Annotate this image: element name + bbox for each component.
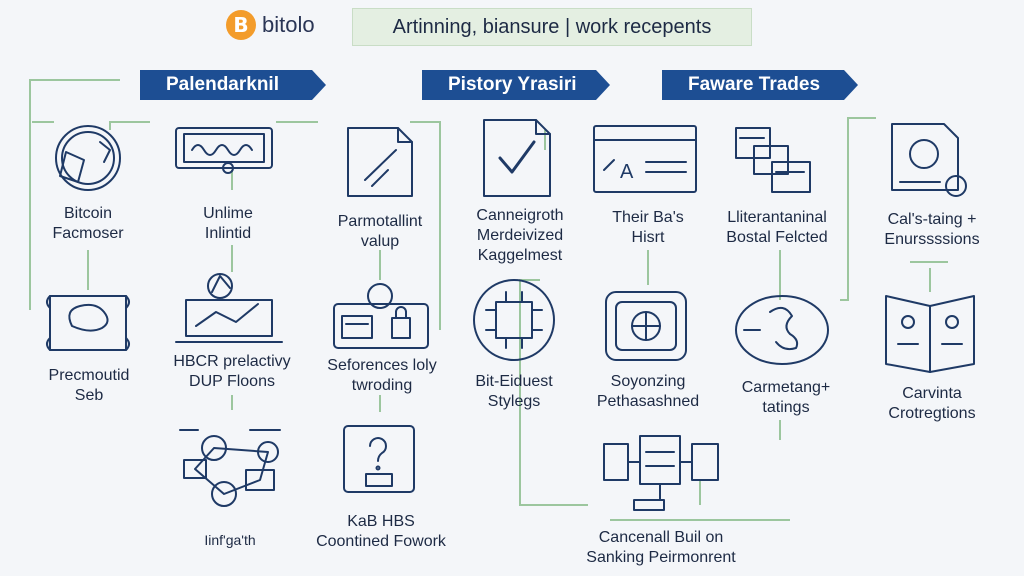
stacked-windows-icon [736,128,810,192]
document-check-icon [484,120,550,196]
section-banner-3: Faware Trades [662,70,858,100]
shield-badge-icon [56,126,120,190]
document-coin-icon [892,124,966,196]
section-banner-1: Palendarknil [140,70,326,100]
vault-icon [606,292,686,360]
dashboard-lock-icon [334,284,428,348]
brand-wordmark: bitolo [262,12,315,37]
svg-text:A: A [620,161,634,183]
section-banner-2: Pistory Yrasiri [422,70,610,100]
laptop-chart-icon [176,274,282,342]
node-label-carmetang: Carmetang+tatings [741,379,831,416]
node-label-network-cluster: Iinf'ga'th [204,532,256,548]
chip-network-icon [474,280,554,360]
network-nodes-icon [180,430,280,506]
brand-logo: B bitolo [226,10,315,40]
question-document-icon [344,426,414,492]
certificate-icon [47,296,129,350]
node-label-calstaing: Cal's-taing +Enurssssions [884,211,980,248]
monitor-signal-icon [176,128,272,173]
open-book-icon [886,296,974,372]
coin-hand-icon [736,296,828,364]
header-tagline: Artinning, biansure | work recepents [352,8,752,46]
server-network-icon [604,436,718,510]
document-edit-icon [348,128,412,196]
chart-screen-icon: A [594,126,696,192]
bitcoin-logo-icon: B [226,10,256,40]
